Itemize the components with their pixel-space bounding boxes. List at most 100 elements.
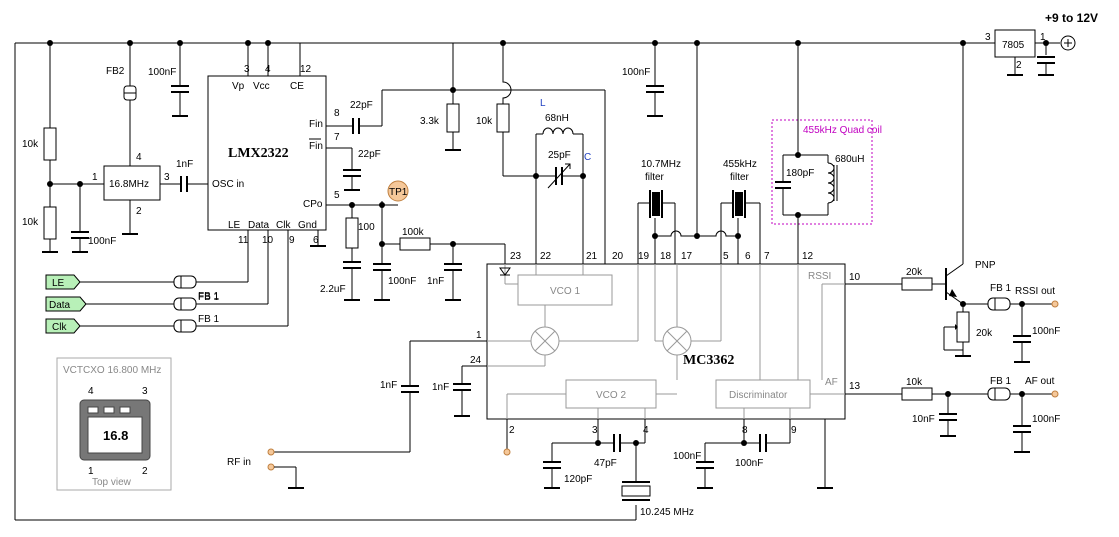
c-22pf-finbar: 22pF <box>358 149 381 160</box>
pll-pinnum-le: 11 <box>238 235 249 246</box>
inset-title: VCTCXO 16.800 MHz <box>63 365 161 376</box>
ferrite-fb1-af: FB 1 <box>990 376 1012 387</box>
rx-pin-9: 9 <box>791 425 797 436</box>
input-data-label: Data <box>49 300 71 311</box>
inset-value: 16.8 <box>103 428 128 443</box>
af-out-label[interactable]: AF out <box>1025 376 1055 387</box>
pll-pinnum-fin-bar: 7 <box>334 132 340 143</box>
filter-455-label: 455kHz <box>723 159 757 170</box>
control-inputs: LE FB 1 Data FB 1 Clk FB 1 <box>45 230 289 334</box>
receiver-name: MC3362 <box>683 353 734 368</box>
vco2-label: VCO 2 <box>596 390 626 401</box>
ferrite-fb1-le: FB 1 <box>198 291 220 302</box>
pll-pin-cpo: CPo <box>303 199 323 210</box>
pll-pin-osc-in: OSC in <box>212 179 244 190</box>
regulator-pin-out: 1 <box>1040 32 1046 43</box>
c-100nf-pin8: 100nF <box>673 451 701 462</box>
quad-cap: 180pF <box>786 168 814 179</box>
rx-pin-8: 8 <box>742 425 748 436</box>
r-10k-af: 10k <box>906 377 923 388</box>
pll-pin-le: LE <box>228 220 241 231</box>
regulator-pin-in: 3 <box>985 32 991 43</box>
filter-455-sub: filter <box>730 172 750 183</box>
quad-inductor: 680uH <box>835 154 864 165</box>
r-20k-emitter: 20k <box>976 328 993 339</box>
c-2u2: 2.2uF <box>320 284 346 295</box>
rf-in-label: RF in <box>227 457 251 468</box>
pll-chip: LMX2322 Vp Vcc CE 3 4 12 Fin Fin OSC in … <box>207 43 605 247</box>
filter-107-label: 10.7MHz <box>641 159 681 170</box>
inset-caption: Top view <box>92 477 132 488</box>
r-10k-top: 10k <box>22 139 39 150</box>
c-100nf-tcxo: 100nF <box>88 236 116 247</box>
inset-pin4: 4 <box>88 386 94 397</box>
pll-pin-vcc: Vcc <box>253 81 270 92</box>
r-100: 100 <box>358 222 375 233</box>
test-point-tp1: TP1 <box>389 187 408 198</box>
rx-pin-24: 24 <box>470 355 482 366</box>
crystal-label: 10.245 MHz <box>640 507 694 518</box>
pll-pin-gnd: Gnd <box>298 220 317 231</box>
varicap-value: 25pF <box>548 150 571 161</box>
receiver-chip: MC3362 VCO 1 VCO 2 Discriminator RSSI AF <box>470 251 861 489</box>
af-label: AF <box>825 377 838 388</box>
r-10k-vco: 10k <box>476 116 493 127</box>
tcxo-name: 16.8MHz <box>109 179 149 190</box>
rx-pin-10: 10 <box>849 272 861 283</box>
rx-pin-6: 6 <box>745 251 751 262</box>
pll-pin-ce: CE <box>290 81 304 92</box>
rx-pin-3: 3 <box>592 425 598 436</box>
inductor-value: 68nH <box>545 113 569 124</box>
r-100k: 100k <box>402 227 425 238</box>
rx-pin-20: 20 <box>612 251 624 262</box>
pll-pin-vp: Vp <box>232 81 245 92</box>
pll-pin-data: Data <box>248 220 270 231</box>
input-clk-label: Clk <box>52 322 67 333</box>
quad-coil: 455kHz Quad coil 180pF 680uH <box>771 43 882 264</box>
vctcxo-inset: VCTCXO 16.800 MHz 4 3 16.8 1 2 Top view <box>56 357 172 491</box>
pll-pin-fin: Fin <box>309 119 323 130</box>
if-filters: 100nF 10.7MHz filter 455kHz filter <box>622 43 761 264</box>
pll-pinnum-fin: 8 <box>334 108 340 119</box>
r-20k-rssi: 20k <box>906 267 923 278</box>
c-10nf-af: 10nF <box>912 414 935 425</box>
rx-pin-19: 19 <box>638 251 650 262</box>
inset-pin2: 2 <box>142 466 148 477</box>
input-data[interactable]: Data FB 1 <box>45 292 220 312</box>
pll-pinnum-cpo: 5 <box>334 190 340 201</box>
inset-pin1: 1 <box>88 466 94 477</box>
rx-pin-18: 18 <box>660 251 672 262</box>
pll-pinnum-ce: 12 <box>300 64 312 75</box>
c-120pf: 120pF <box>564 474 592 485</box>
c-1nf-pin24: 1nF <box>432 382 449 393</box>
discriminator-label: Discriminator <box>729 390 788 401</box>
c-100nf-pll: 100nF <box>148 67 176 78</box>
rssi-out-label[interactable]: RSSI out <box>1015 286 1055 297</box>
quad-coil-label: 455kHz Quad coil <box>803 125 882 136</box>
pnp-label: PNP <box>975 260 996 271</box>
ferrite-fb1-rssi: FB 1 <box>990 283 1012 294</box>
c-1nf-rf: 1nF <box>380 380 397 391</box>
c-1nf-loop: 1nF <box>427 276 444 287</box>
c-47pf: 47pF <box>594 458 617 469</box>
pll-pin-fin-bar: Fin <box>309 141 323 152</box>
tcxo-pin-left: 1 <box>92 172 98 183</box>
c-100nf-af: 100nF <box>1032 414 1060 425</box>
input-le[interactable]: LE FB 1 <box>45 274 220 302</box>
input-clk[interactable]: Clk FB 1 <box>45 314 220 334</box>
supply-label: +9 to 12V <box>1045 11 1098 25</box>
rx-pin-13: 13 <box>849 381 861 392</box>
vco1-label: VCO 1 <box>550 286 580 297</box>
tcxo-pin-top: 4 <box>136 152 142 163</box>
regulator-name: 7805 <box>1002 40 1025 51</box>
vco1-tank: 3.3k 10k L 68nH 25pF C <box>420 43 606 264</box>
pll-pin-clk: Clk <box>276 220 291 231</box>
r-10k-bottom: 10k <box>22 217 39 228</box>
pll-pinnum-clk: 9 <box>289 235 295 246</box>
rx-pin-4: 4 <box>643 425 649 436</box>
rx-pin-22: 22 <box>540 251 552 262</box>
rx-pin-17: 17 <box>681 251 693 262</box>
c-100nf-rssi: 100nF <box>1032 326 1060 337</box>
rx-pin-23: 23 <box>510 251 522 262</box>
pll-pinnum-vp: 3 <box>244 64 250 75</box>
